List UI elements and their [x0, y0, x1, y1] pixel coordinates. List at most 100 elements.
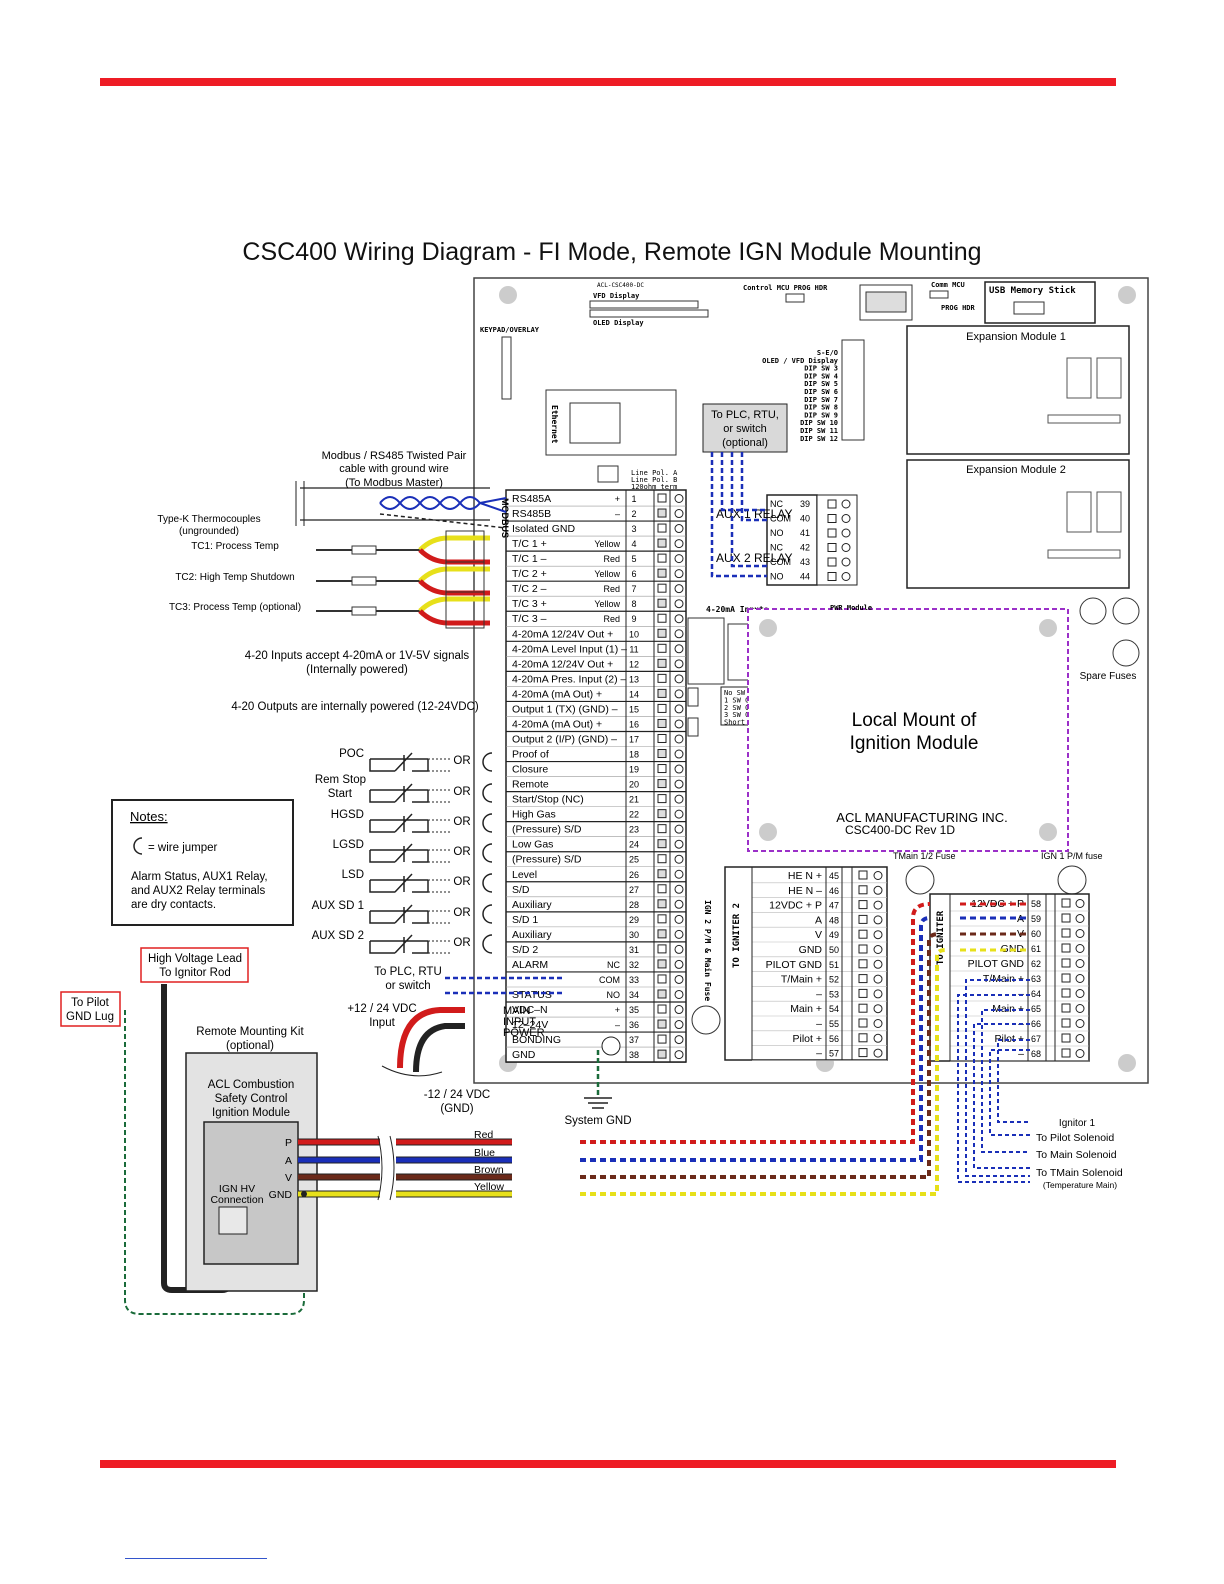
svg-text:cable with ground wire: cable with ground wire — [339, 463, 448, 475]
terminal-screw — [657, 613, 667, 623]
terminal-label: T/C 1 + — [512, 538, 547, 550]
igniter1-terminal-number: 68 — [1031, 1049, 1041, 1059]
terminal-screw — [657, 523, 667, 533]
terminal-number: 18 — [629, 750, 639, 760]
ignitor-1-labels: Ignitor 1 To Pilot Solenoid To Main Sole… — [1036, 1118, 1123, 1190]
svg-text:IGN 2 P/M & Main Fuse: IGN 2 P/M & Main Fuse — [703, 900, 713, 1001]
terminal-screw — [674, 629, 684, 639]
terminal-screw — [674, 524, 684, 534]
terminal-screw — [674, 764, 684, 774]
igniter1-terminal-number: 60 — [1031, 929, 1041, 939]
terminal-label: 4-20mA (mA Out) + — [512, 688, 602, 700]
dip-switch-label: DIP SW 4 — [804, 372, 838, 380]
igniter2-terminal-label: – — [816, 1048, 822, 1060]
svg-text:Ignition Module: Ignition Module — [212, 1107, 290, 1119]
svg-text:+12 / 24 VDC: +12 / 24 VDC — [347, 1003, 416, 1015]
switch-icon — [369, 843, 429, 863]
terminal-label: Low Gas — [512, 839, 553, 851]
relay-terminal-number: 43 — [800, 557, 810, 567]
svg-text:To Pilot Solenoid: To Pilot Solenoid — [1036, 1132, 1114, 1144]
jumper-icon — [482, 813, 493, 833]
svg-text:(ungrounded): (ungrounded) — [179, 526, 239, 537]
terminal-screw — [674, 1035, 684, 1045]
expansion-module-2: Expansion Module 2 — [906, 459, 1130, 589]
tmain-fuse: TMain 1/2 Fuse — [893, 851, 956, 895]
terminal-screw — [657, 553, 667, 563]
svg-text:(optional): (optional) — [226, 1040, 274, 1052]
terminal-screw — [657, 899, 667, 909]
dip-switch-label: DIP SW 5 — [804, 380, 838, 388]
thermocouple-label: TC3: Process Temp (optional) — [169, 602, 301, 613]
or-label: OR — [453, 876, 470, 888]
svg-text:To Pilot: To Pilot — [71, 997, 110, 1009]
terminal-number: 15 — [629, 704, 639, 714]
svg-text:INPUT: INPUT — [503, 1016, 536, 1028]
terminal-sign: NC — [607, 960, 620, 970]
svg-text:To TMain Solenoid: To TMain Solenoid — [1036, 1167, 1123, 1179]
svg-text:Notes:: Notes: — [130, 809, 168, 824]
terminal-screw — [657, 974, 667, 984]
terminal-number: 36 — [629, 1020, 639, 1030]
terminal-screw — [657, 493, 667, 503]
terminal-number: 20 — [629, 780, 639, 790]
igniter2-terminal-number: 55 — [829, 1019, 839, 1029]
terminal-label: BONDING — [512, 1034, 561, 1046]
or-label: OR — [453, 937, 470, 949]
terminal-screw — [674, 914, 684, 924]
terminal-screw — [674, 1005, 684, 1015]
or-label: OR — [453, 816, 470, 828]
terminal-screw — [674, 539, 684, 549]
igniter2-terminal-number: 46 — [829, 886, 839, 896]
svg-text:TO IGNITER 2: TO IGNITER 2 — [732, 903, 742, 968]
svg-text:To Main Solenoid: To Main Solenoid — [1036, 1149, 1117, 1161]
igniter1-terminal-number: 64 — [1031, 989, 1041, 999]
terminal-screw — [674, 674, 684, 684]
terminal-screw — [674, 614, 684, 624]
svg-text:POWER: POWER — [503, 1027, 545, 1039]
terminal-screw — [657, 718, 667, 728]
terminal-sign: + — [615, 1005, 620, 1015]
svg-text:USB Memory Stick: USB Memory Stick — [989, 285, 1076, 296]
igniter2-terminal-label: V — [815, 929, 822, 941]
svg-text:TMain 1/2 Fuse: TMain 1/2 Fuse — [893, 851, 956, 861]
terminal-screw — [657, 1049, 667, 1059]
jumper-icon — [133, 837, 143, 855]
terminal-screw — [657, 508, 667, 518]
svg-text:TO IGNITER: TO IGNITER — [936, 910, 946, 965]
terminal-screw — [674, 719, 684, 729]
thermocouples: Type-K Thermocouples (ungrounded) TC1: P… — [157, 514, 490, 629]
igniter2-terminal-label: PILOT GND — [766, 959, 823, 971]
terminal-number: 8 — [631, 599, 636, 609]
terminal-label: Isolated GND — [512, 523, 575, 535]
notes-box: Notes: = wire jumper Alarm Status, AUX1 … — [111, 799, 294, 926]
terminal-label: S/D — [512, 884, 530, 896]
harness-wire-dashed — [580, 932, 941, 1179]
terminal-screw — [674, 929, 684, 939]
terminal-screw — [657, 673, 667, 683]
svg-text:High Voltage Lead: High Voltage Lead — [148, 953, 242, 965]
plc-rtu-box: To PLC, RTU, or switch (optional) — [702, 403, 788, 453]
module-pin-label: P — [285, 1137, 292, 1149]
svg-text:AUX 2 RELAY: AUX 2 RELAY — [716, 551, 792, 565]
terminal-screw — [657, 643, 667, 653]
igniter2-terminal-label: – — [816, 1018, 822, 1030]
svg-text:PROG HDR: PROG HDR — [941, 304, 976, 312]
modbus-cable: Modbus / RS485 Twisted Pair cable with g… — [295, 450, 507, 529]
relay-terminal-label: NO — [770, 572, 784, 582]
or-label: OR — [453, 786, 470, 798]
relay-terminal-number: 44 — [800, 572, 810, 582]
svg-text:are dry contacts.: are dry contacts. — [131, 899, 216, 911]
terminal-screw — [674, 809, 684, 819]
igniter2-terminal-number: 51 — [829, 960, 839, 970]
terminal-screw — [674, 959, 684, 969]
alarm-plc-wiring: To PLC, RTU or switch — [374, 966, 565, 995]
terminal-screw — [674, 689, 684, 699]
expansion-module-1: Expansion Module 1 — [906, 325, 1130, 455]
usb-memory-stick: USB Memory Stick — [984, 281, 1096, 324]
harness-wire-dashed — [580, 902, 931, 1144]
thermocouple-label: TC2: High Temp Shutdown — [175, 572, 294, 583]
terminal-number: 24 — [629, 840, 639, 850]
thermocouple-probe — [351, 576, 377, 586]
